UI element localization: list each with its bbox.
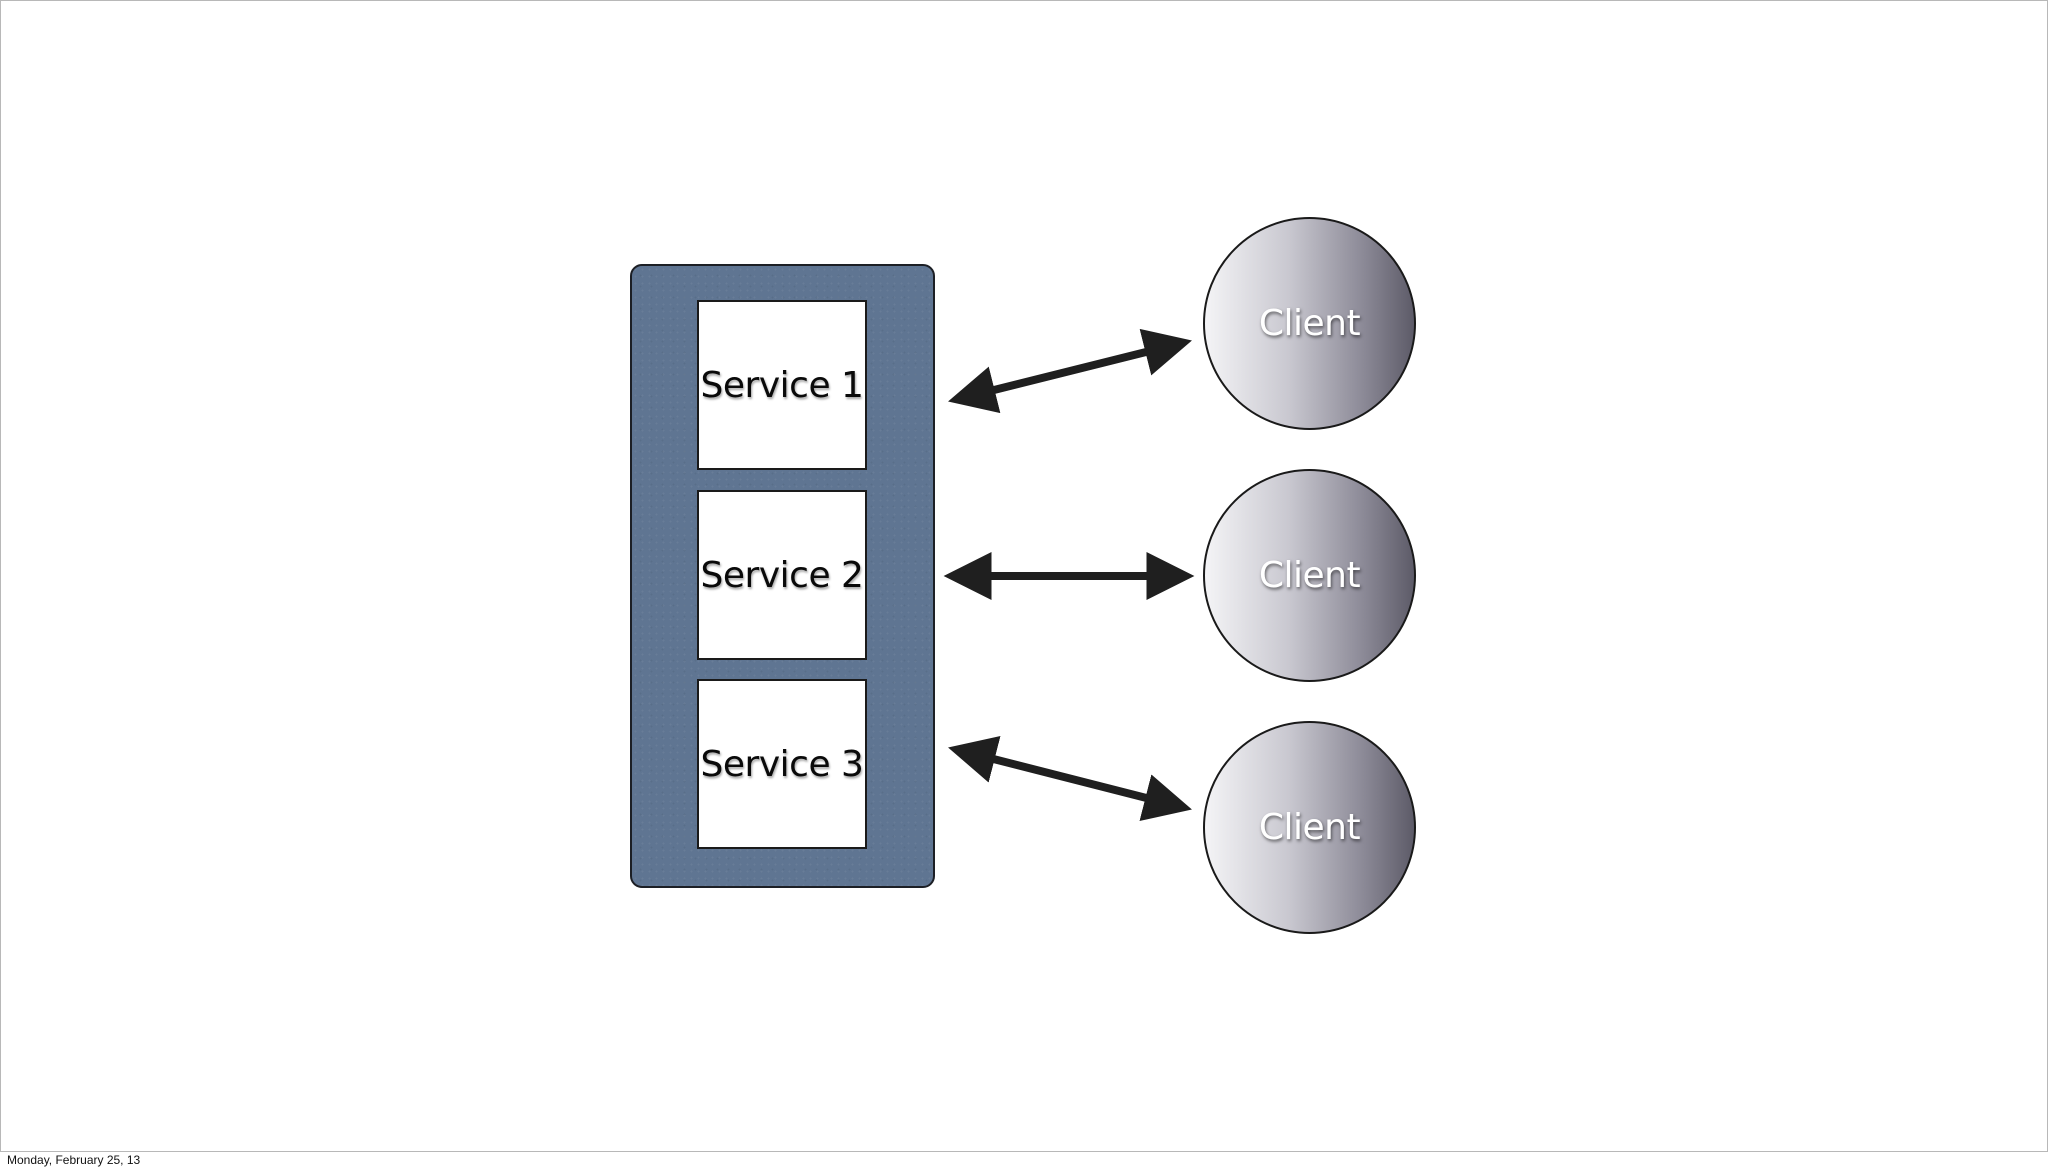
service-label-3: Service 3 — [700, 743, 864, 785]
service-box-3: Service 3 — [697, 679, 867, 849]
client-label-2: Client — [1258, 555, 1361, 596]
service-box-2: Service 2 — [697, 490, 867, 660]
service-box-1: Service 1 — [697, 300, 867, 470]
client-circle-1: Client — [1203, 217, 1416, 430]
service-label-1: Service 1 — [700, 364, 864, 406]
footer-date: Monday, February 25, 13 — [7, 1153, 141, 1167]
client-label-1: Client — [1258, 303, 1361, 344]
client-circle-3: Client — [1203, 721, 1416, 934]
footer-bar — [0, 1152, 2048, 1173]
service-label-2: Service 2 — [700, 554, 864, 596]
client-circle-2: Client — [1203, 469, 1416, 682]
client-label-3: Client — [1258, 807, 1361, 848]
